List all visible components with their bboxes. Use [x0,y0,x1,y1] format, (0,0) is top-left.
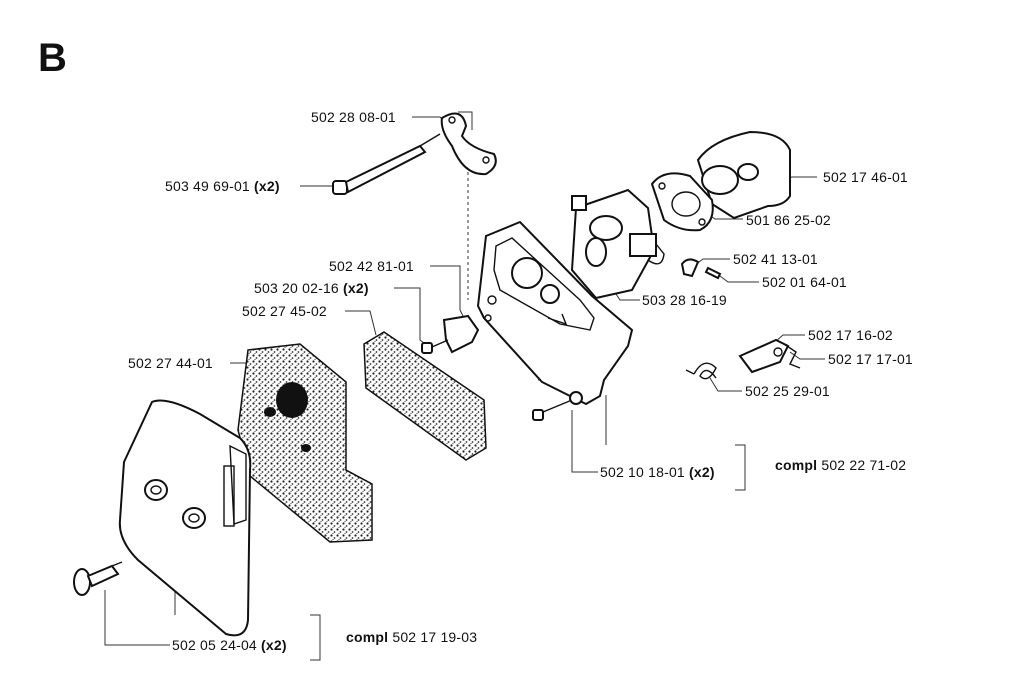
part-number: 502 17 19-03 [392,629,478,645]
label-503-28-16-19: 503 28 16-19 [642,292,727,308]
quantity: (x2) [254,178,280,194]
quantity: (x2) [689,464,715,480]
foam-filter-part [363,331,487,461]
label-502-01-64-01: 502 01 64-01 [762,274,847,290]
label-503-49-69-01: 503 49 69-01 (x2) [165,178,280,194]
label-502-25-29-01: 502 25 29-01 [745,383,830,399]
part-number: 502 05 24-04 [172,637,257,653]
compl-word: compl [346,629,389,645]
label-502-42-81-01: 502 42 81-01 [329,258,414,274]
part-number: 502 10 18-01 [600,464,685,480]
intake-housing-part [696,130,791,220]
part-number: 502 22 71-02 [821,457,907,473]
label-501-86-25-02: 501 86 25-02 [746,212,831,228]
section-letter: B [38,36,67,80]
quantity: (x2) [343,280,369,296]
filter-cover-part [118,399,252,637]
label-502-28-08-01: 502 28 08-01 [311,109,396,125]
part-number: 503 49 69-01 [165,178,250,194]
label-502-41-13-01: 502 41 13-01 [733,251,818,267]
part-number: 503 20 02-16 [254,280,339,296]
label-502-05-24-04: 502 05 24-04 (x2) [172,637,287,653]
clip-part [680,258,722,280]
label-502-10-18-01: 502 10 18-01 (x2) [600,464,715,480]
label-compl-502-22-71-02: compl 502 22 71-02 [775,457,906,473]
gasket-part [650,172,714,232]
compl-word: compl [775,457,818,473]
label-502-27-44-01: 502 27 44-01 [128,355,213,371]
label-502-17-17-01: 502 17 17-01 [828,351,913,367]
spring-part [685,362,717,380]
quantity: (x2) [261,637,287,653]
label-503-20-02-16: 503 20 02-16 (x2) [254,280,369,296]
filter-element-part [237,343,373,543]
label-502-17-46-01: 502 17 46-01 [823,169,908,185]
label-502-17-16-02: 502 17 16-02 [808,327,893,343]
carburetor-part [570,188,665,300]
adapter-plate-part [476,220,634,406]
knob-screw-part [73,561,123,596]
label-502-27-45-02: 502 27 45-02 [242,303,327,319]
lever-part [442,314,480,354]
bracket-part [440,112,497,176]
choke-lever-part [738,338,801,374]
label-compl-502-17-19-03: compl 502 17 19-03 [346,629,477,645]
pin-part [332,133,441,195]
screw-parts [421,339,583,421]
